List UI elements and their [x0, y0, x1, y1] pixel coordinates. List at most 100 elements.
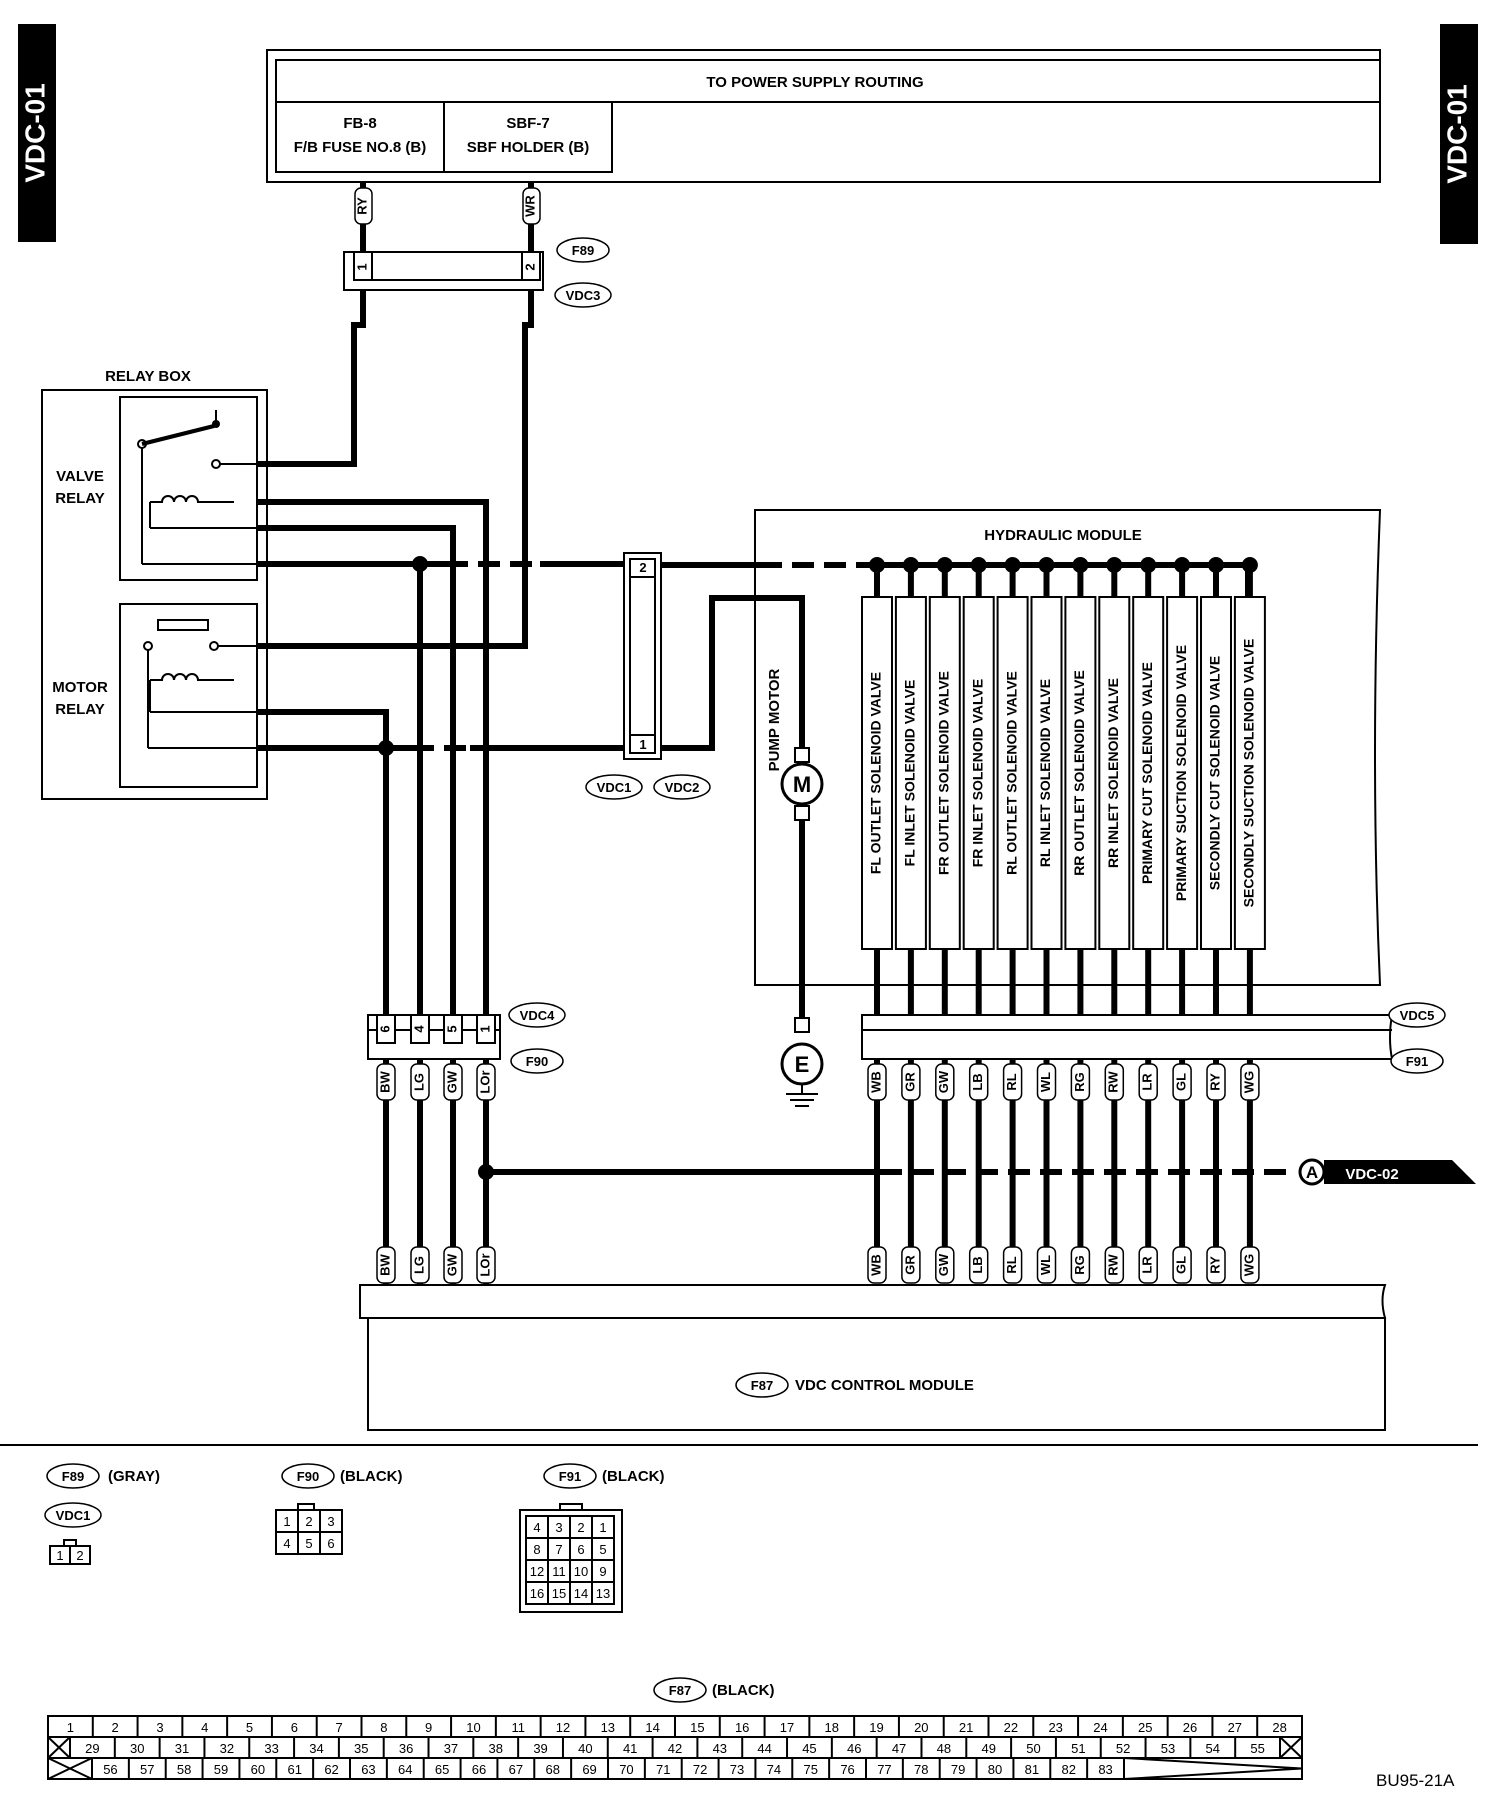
legend-pin: 57	[140, 1762, 154, 1777]
wire-label: BW	[377, 1253, 392, 1275]
legend-pin: 5	[599, 1542, 606, 1557]
legend-pin: 61	[287, 1762, 301, 1777]
connector-label-vdc2: VDC2	[665, 780, 700, 795]
valve-box	[1233, 596, 1266, 950]
svg-text:1: 1	[354, 263, 369, 270]
svg-text:F89: F89	[62, 1469, 84, 1484]
page-code-left: VDC-01	[19, 83, 50, 183]
connector-f91-vdc5: VDC5 F91	[861, 1002, 1446, 1074]
legend-pin: 75	[803, 1762, 817, 1777]
valve-box	[1064, 596, 1097, 950]
legend-pin: 12	[556, 1720, 570, 1735]
legend-pin: 74	[767, 1762, 781, 1777]
valve-box	[928, 596, 961, 950]
valve-box	[861, 596, 893, 950]
legend-pin: 18	[825, 1720, 839, 1735]
legend-pin: 56	[103, 1762, 117, 1777]
legend-pin: 41	[623, 1741, 637, 1756]
connector-label-vdc4: VDC4	[520, 1008, 555, 1023]
wire-label-ry: RY	[354, 182, 373, 225]
f90-pin: 6	[377, 1025, 392, 1032]
legend-pin: 6	[577, 1542, 584, 1557]
legend-pin: 47	[892, 1741, 906, 1756]
legend-pin: 80	[988, 1762, 1002, 1777]
wire-label: RW	[1106, 1071, 1121, 1093]
svg-text:F87: F87	[669, 1683, 691, 1698]
legend-pin: 1	[67, 1720, 74, 1735]
power-supply-title: TO POWER SUPPLY ROUTING	[706, 74, 923, 91]
legend-pin: 6	[291, 1720, 298, 1735]
legend-pin: 2	[112, 1720, 119, 1735]
legend-pin: 68	[545, 1762, 559, 1777]
jump-letter: A	[1306, 1163, 1318, 1182]
wire-label: BW	[377, 1070, 392, 1092]
svg-text:(GRAY): (GRAY)	[108, 1468, 160, 1485]
control-module-name: VDC CONTROL MODULE	[795, 1377, 974, 1394]
page-code-right: VDC-01	[1441, 84, 1472, 184]
legend-pin: 4	[533, 1520, 540, 1535]
legend-pin: 72	[693, 1762, 707, 1777]
legend-pin: 19	[869, 1720, 883, 1735]
wire-label: LOr	[477, 1253, 492, 1276]
valve-label: RL INLET SOLENOID VALVE	[1037, 679, 1053, 867]
legend-pin: 73	[730, 1762, 744, 1777]
valve-label: PRIMARY SUCTION SOLENOID VALVE	[1173, 645, 1189, 901]
legend-pin: 13	[596, 1586, 610, 1601]
legend-pin: 81	[1025, 1762, 1039, 1777]
legend-pin: 31	[175, 1741, 189, 1756]
legend-pin: 39	[533, 1741, 547, 1756]
legend-pin: 16	[530, 1586, 544, 1601]
wire-label: RY	[1207, 1256, 1222, 1274]
svg-text:1: 1	[56, 1548, 63, 1563]
legend-pin: 40	[578, 1741, 592, 1756]
legend-pin: 7	[335, 1720, 342, 1735]
legend-pin: 2	[305, 1514, 312, 1529]
legend-pin: 21	[959, 1720, 973, 1735]
legend-pin: 54	[1206, 1741, 1220, 1756]
valve-box	[962, 596, 995, 950]
wire-label: RG	[1072, 1072, 1087, 1092]
vdc-control-module: F87 VDC CONTROL MODULE	[359, 1284, 1387, 1431]
fuse2-name: SBF HOLDER (B)	[467, 139, 590, 156]
wire-label: RW	[1106, 1254, 1121, 1276]
valve-label: PRIMARY CUT SOLENOID VALVE	[1139, 662, 1155, 884]
legend-pin: 23	[1048, 1720, 1062, 1735]
f90-pin: 5	[444, 1025, 459, 1032]
wire-label: LG	[411, 1073, 426, 1091]
legend-pin: 8	[533, 1542, 540, 1557]
connector-f89-vdc3: 1 2 F89 VDC3	[343, 224, 612, 308]
fuse1-code: FB-8	[343, 115, 376, 132]
wire-label: GR	[902, 1072, 917, 1092]
valve-box	[894, 596, 927, 950]
wire-label: GW	[444, 1070, 459, 1093]
legend-pin: 15	[552, 1586, 566, 1601]
power-supply-box: TO POWER SUPPLY ROUTING FB-8 F/B FUSE NO…	[266, 49, 1381, 183]
relay-box-title: RELAY BOX	[105, 368, 191, 385]
legend-pin: 66	[472, 1762, 486, 1777]
legend-pin: 38	[489, 1741, 503, 1756]
hydraulic-module-title: HYDRAULIC MODULE	[984, 527, 1142, 544]
legend-pin: 69	[582, 1762, 596, 1777]
svg-text:2: 2	[522, 263, 537, 270]
ground-symbol: E	[795, 1052, 810, 1077]
legend-pin: 16	[735, 1720, 749, 1735]
legend-pin: 10	[466, 1720, 480, 1735]
wire-label: WB	[868, 1254, 883, 1276]
valve-label: RR OUTLET SOLENOID VALVE	[1071, 670, 1087, 876]
fuse2-code: SBF-7	[506, 115, 549, 132]
legend-pin: 26	[1183, 1720, 1197, 1735]
fuse1-name: F/B FUSE NO.8 (B)	[294, 139, 427, 156]
pump-motor-label: PUMP MOTOR	[766, 668, 783, 771]
legend-pin: 30	[130, 1741, 144, 1756]
svg-text:WR: WR	[522, 195, 537, 217]
svg-text:VALVE: VALVE	[56, 468, 104, 485]
legend-pin: 17	[780, 1720, 794, 1735]
legend-pin: 83	[1098, 1762, 1112, 1777]
legend-pin: 77	[877, 1762, 891, 1777]
wire-label: LG	[411, 1256, 426, 1274]
legend-pin: 64	[398, 1762, 412, 1777]
legend-pin: 5	[246, 1720, 253, 1735]
legend-pin: 82	[1061, 1762, 1075, 1777]
